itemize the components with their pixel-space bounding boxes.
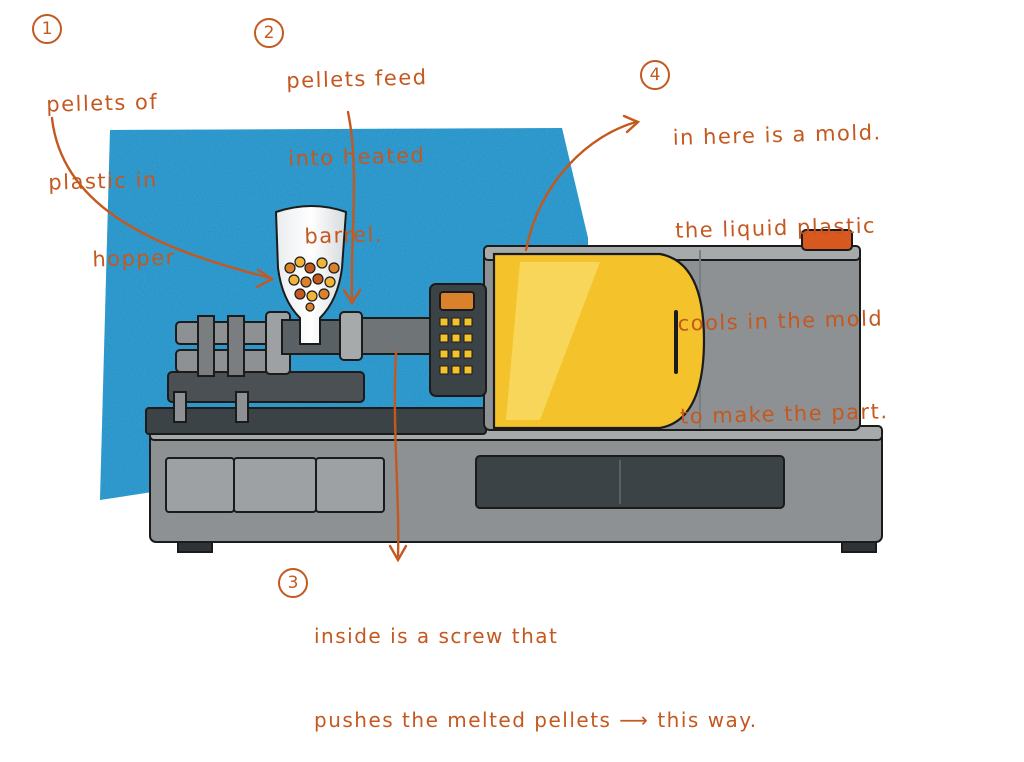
control-panel-icon <box>429 283 487 397</box>
annotation-2-number: 2 <box>254 18 284 48</box>
mold-door-icon <box>492 252 706 430</box>
annotation-1-number: 1 <box>32 14 62 44</box>
annotation-3-line-1: inside is a screw that <box>314 624 559 648</box>
hopper-icon <box>274 205 348 345</box>
annotation-4-number: 4 <box>640 60 670 90</box>
annotation-3-text: inside is a screw that pushes the melted… <box>314 566 758 762</box>
annotation-4-line-1: in here is a mold. <box>672 120 882 150</box>
annotation-2-line-3: barrel. <box>304 222 384 249</box>
annotation-2-line-2: into heated <box>288 143 426 171</box>
annotation-4-line-3: cools in the mold <box>677 306 884 336</box>
annotation-3-line-2: pushes the melted pellets ⟶ this way. <box>314 708 758 732</box>
annotation-1-line-1: pellets of <box>46 89 159 117</box>
annotation-4-line-4: to make the part. <box>679 399 889 429</box>
annotation-1-line-2: plastic in <box>48 167 159 195</box>
arrow-icon <box>50 110 641 563</box>
annotation-4-line-2: the liquid plastic <box>674 213 877 243</box>
injection-molding-diagram <box>50 110 883 563</box>
annotation-3-number: 3 <box>278 568 308 598</box>
annotation-1-text: pellets of plastic in hopper <box>45 36 177 299</box>
annotation-4-text: in here is a mold. the liquid plastic co… <box>671 55 890 463</box>
screw-drive-icon <box>167 311 365 423</box>
machine-top-strip <box>145 407 487 435</box>
barrel-icon <box>339 311 447 361</box>
annotation-2-line-1: pellets feed <box>286 65 428 93</box>
annotation-1-line-3: hopper <box>92 245 177 272</box>
annotation-2-text: pellets feed into heated barrel. <box>285 12 433 276</box>
